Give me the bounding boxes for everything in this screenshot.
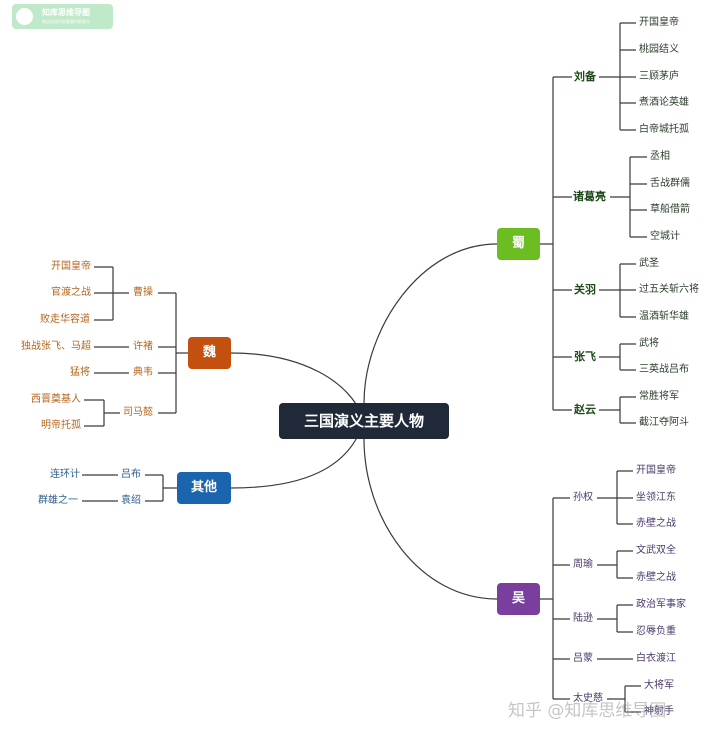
person-liubei[interactable]: 刘备 bbox=[574, 70, 596, 83]
event-item[interactable]: 神射手 bbox=[644, 706, 674, 717]
connector-wu-luxun bbox=[597, 604, 633, 633]
connector-shu-guanyu bbox=[599, 263, 636, 318]
person-lvmeng[interactable]: 吕蒙 bbox=[573, 653, 593, 664]
event-item[interactable]: 开国皇帝 bbox=[639, 17, 679, 28]
event-item[interactable]: 截江夺阿斗 bbox=[639, 417, 689, 428]
person-zhouyu[interactable]: 周瑜 bbox=[573, 559, 593, 570]
event-item[interactable]: 丞相 bbox=[650, 151, 670, 162]
event-item[interactable]: 武圣 bbox=[639, 258, 659, 269]
event-item[interactable]: 官渡之战 bbox=[51, 287, 91, 298]
connector-shu-liubei bbox=[599, 22, 636, 131]
event-item[interactable]: 过五关斩六将 bbox=[639, 284, 699, 295]
event-item[interactable]: 舌战群儒 bbox=[650, 178, 690, 189]
person-luxun[interactable]: 陆逊 bbox=[573, 613, 593, 624]
connector-root-shu bbox=[363, 243, 498, 404]
event-item[interactable]: 忍辱负重 bbox=[636, 626, 676, 637]
branch-wu[interactable]: 吴 bbox=[497, 583, 540, 615]
connector-wei-caocao bbox=[94, 266, 129, 321]
event-item[interactable]: 政治军事家 bbox=[636, 599, 686, 610]
event-item[interactable]: 败走华容道 bbox=[40, 314, 90, 325]
logo-subtitle: 做出东西付出重要的那部分 bbox=[42, 19, 90, 24]
event-item[interactable]: 大将军 bbox=[644, 680, 674, 691]
event-item[interactable]: 常胜将军 bbox=[639, 391, 679, 402]
watermark: 知乎 @知库思维导图 bbox=[508, 701, 667, 721]
person-lvbu[interactable]: 吕布 bbox=[121, 469, 141, 480]
connector-shu-zhuge bbox=[610, 156, 647, 238]
event-item[interactable]: 温酒斩华雄 bbox=[639, 311, 689, 322]
person-taishici[interactable]: 太史慈 bbox=[573, 693, 603, 704]
event-item[interactable]: 连环计 bbox=[50, 469, 80, 480]
branch-wei[interactable]: 魏 bbox=[188, 337, 231, 369]
brand-logo: 知库思维导图 做出东西付出重要的那部分 bbox=[12, 4, 113, 29]
person-dianwei[interactable]: 典韦 bbox=[133, 367, 153, 378]
event-item[interactable]: 开国皇帝 bbox=[51, 261, 91, 272]
event-item[interactable]: 草船借箭 bbox=[650, 204, 690, 215]
root-node[interactable]: 三国演义主要人物 bbox=[279, 403, 449, 439]
person-zhugeliang[interactable]: 诸葛亮 bbox=[573, 190, 606, 203]
event-item[interactable]: 西晋奠基人 bbox=[31, 394, 81, 405]
branch-shu[interactable]: 蜀 bbox=[497, 228, 540, 260]
connector-wei-trunk bbox=[158, 292, 188, 414]
event-item[interactable]: 独战张飞、马超 bbox=[21, 341, 91, 352]
event-item[interactable]: 文武双全 bbox=[636, 545, 676, 556]
logo-icon bbox=[16, 8, 33, 25]
event-item[interactable]: 坐领江东 bbox=[636, 492, 676, 503]
event-item[interactable]: 明帝托孤 bbox=[41, 420, 81, 431]
event-item[interactable]: 赤壁之战 bbox=[636, 572, 676, 583]
person-xuchu[interactable]: 许褚 bbox=[133, 341, 153, 352]
event-item[interactable]: 煮酒论英雄 bbox=[639, 97, 689, 108]
logo-title: 知库思维导图 bbox=[42, 8, 90, 17]
connector-wu-trunk bbox=[540, 497, 570, 700]
connector-shu-zhaoyun bbox=[599, 396, 636, 424]
person-zhaoyun[interactable]: 赵云 bbox=[574, 403, 596, 416]
event-item[interactable]: 三顾茅庐 bbox=[639, 71, 679, 82]
event-item[interactable]: 武将 bbox=[639, 338, 659, 349]
event-item[interactable]: 群雄之一 bbox=[38, 495, 78, 506]
person-caocao[interactable]: 曹操 bbox=[133, 287, 153, 298]
event-item[interactable]: 三英战吕布 bbox=[639, 364, 689, 375]
person-zhangfei[interactable]: 张飞 bbox=[574, 350, 596, 363]
event-item[interactable]: 桃园结义 bbox=[639, 44, 679, 55]
person-guanyu[interactable]: 关羽 bbox=[574, 283, 596, 296]
connector-wei-simayi bbox=[84, 399, 120, 427]
connector-wu-taishici bbox=[607, 685, 641, 713]
event-item[interactable]: 空城计 bbox=[650, 231, 680, 242]
connector-shu-trunk bbox=[540, 76, 572, 411]
person-sunquan[interactable]: 孙权 bbox=[573, 492, 593, 503]
event-item[interactable]: 开国皇帝 bbox=[636, 465, 676, 476]
person-yuanshao[interactable]: 袁绍 bbox=[121, 495, 141, 506]
connector-wu-zhouyu bbox=[597, 550, 633, 579]
event-item[interactable]: 赤壁之战 bbox=[636, 518, 676, 529]
event-item[interactable]: 猛将 bbox=[70, 367, 90, 378]
connector-root-wu bbox=[363, 438, 498, 600]
event-item[interactable]: 白衣渡江 bbox=[636, 653, 676, 664]
connector-qita-trunk bbox=[145, 474, 177, 502]
person-simayi[interactable]: 司马懿 bbox=[123, 407, 153, 418]
branch-qita[interactable]: 其他 bbox=[177, 472, 231, 504]
event-item[interactable]: 白帝城托孤 bbox=[639, 124, 689, 135]
connector-wu-sunquan bbox=[597, 470, 633, 525]
connector-shu-zhangfei bbox=[599, 343, 636, 371]
